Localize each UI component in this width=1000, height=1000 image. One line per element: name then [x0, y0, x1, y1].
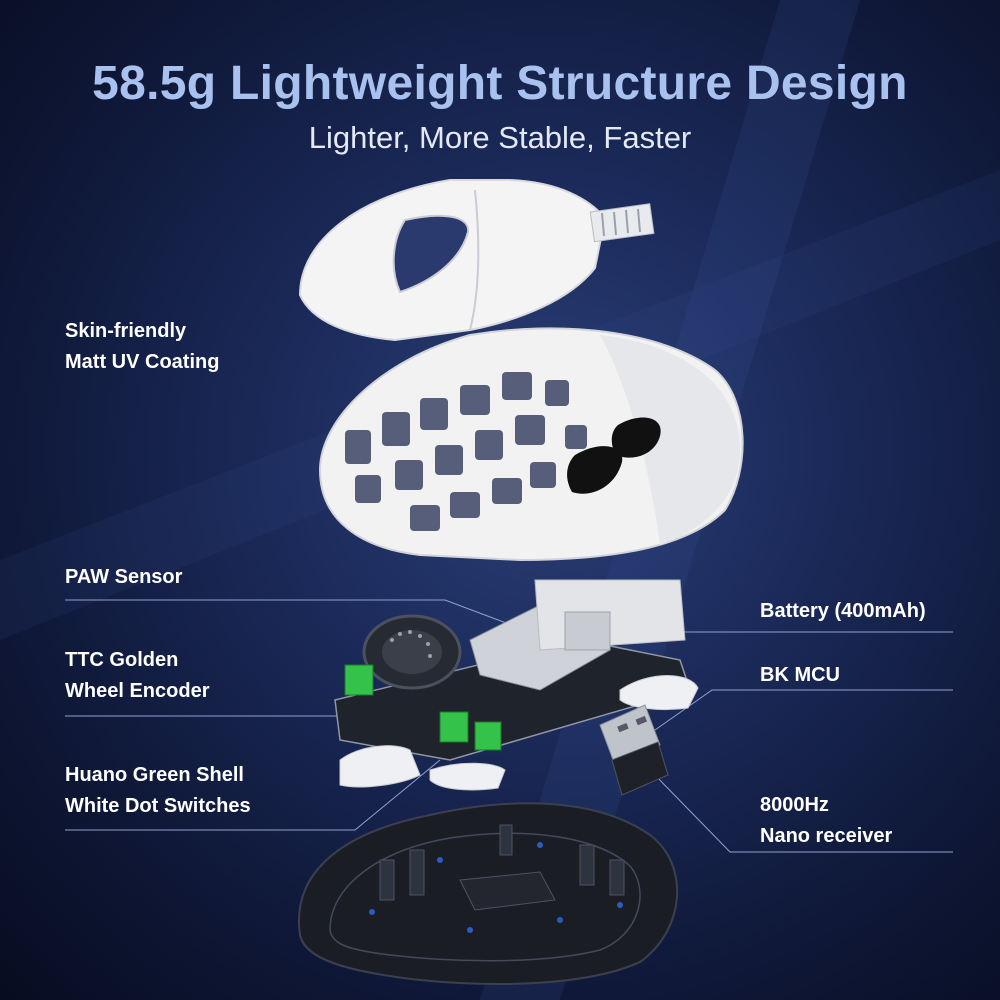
green-switch-1: [344, 664, 374, 696]
internal-pcb-assembly: [334, 579, 699, 791]
bottom-base-plate: [298, 802, 679, 986]
green-switch-3: [474, 721, 502, 751]
nano-receiver: [599, 704, 669, 796]
callout-encoder: TTC Golden Wheel Encoder: [65, 649, 210, 702]
callout-mcu: BK MCU: [760, 664, 840, 686]
side-button-1: [567, 446, 623, 494]
top-shell-cover: [298, 179, 655, 342]
page-title: 58.5g Lightweight Structure Design: [92, 57, 908, 110]
callout-battery: Battery (400mAh): [760, 600, 926, 622]
callout-sensor: PAW Sensor: [65, 566, 183, 588]
callout-coating: Skin-friendly Matt UV Coating: [65, 320, 220, 373]
page-subtitle: Lighter, More Stable, Faster: [308, 120, 692, 155]
honeycomb-holes: [345, 372, 587, 531]
callout-receiver: 8000Hz Nano receiver: [760, 794, 893, 847]
green-switch-2: [439, 711, 469, 743]
honeycomb-body-shell: [318, 327, 744, 562]
side-button-2: [611, 417, 661, 458]
callout-switches: Huano Green Shell White Dot Switches: [65, 764, 251, 817]
